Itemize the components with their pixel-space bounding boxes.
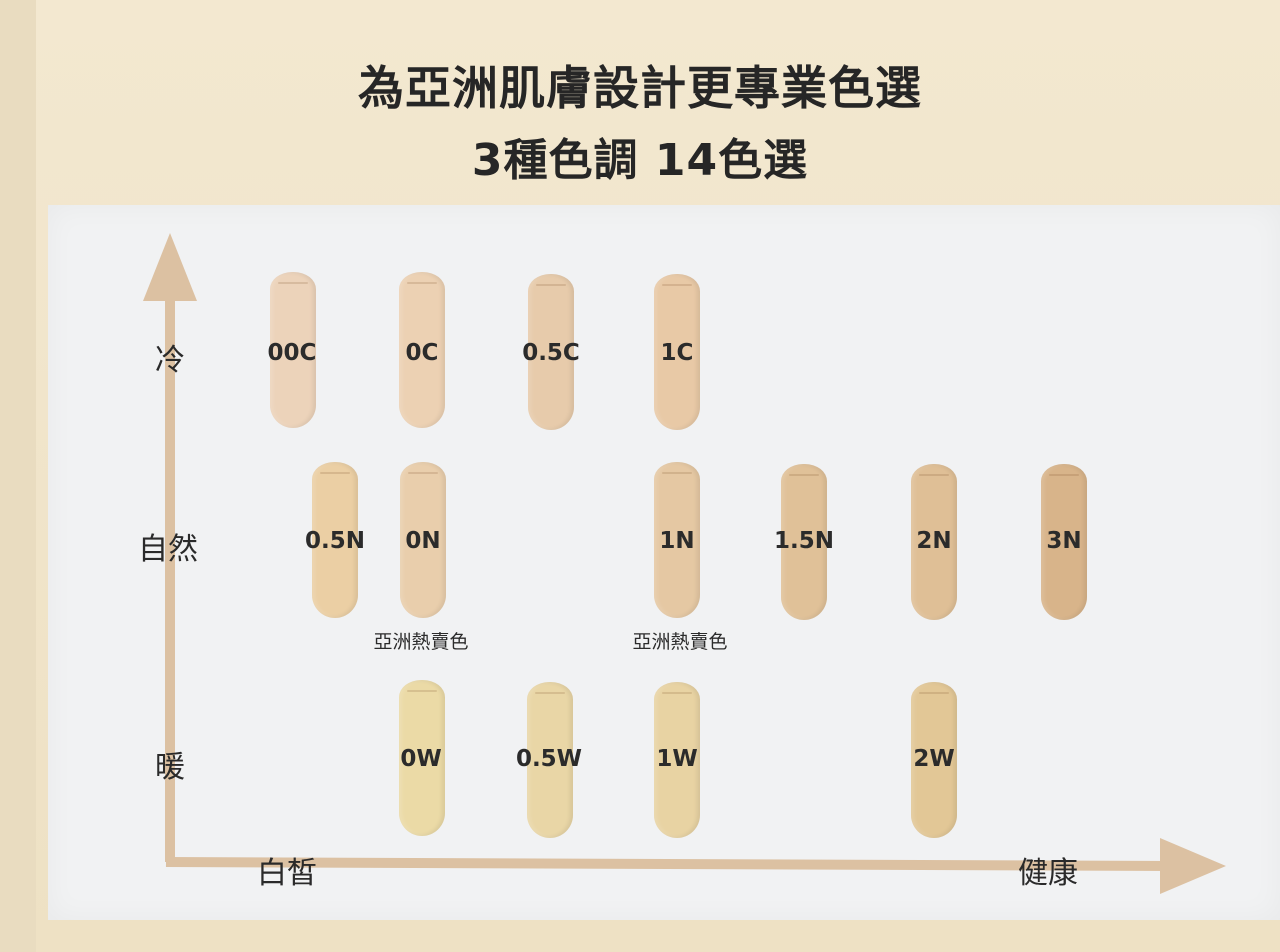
shade-swatch-00c — [270, 272, 316, 428]
shade-code-2n: 2N — [916, 528, 952, 554]
x-axis-start-label: 白皙 — [257, 856, 317, 891]
shade-swatch-3n — [1041, 464, 1087, 620]
page-subtitle: 3種色調 14色選 — [471, 135, 809, 186]
shade-swatch-0.5w — [527, 682, 573, 838]
outer-left-strip — [0, 0, 36, 952]
shade-code-0.5w: 0.5W — [515, 746, 583, 772]
shade-swatch-0n — [400, 462, 446, 618]
shade-code-0c: 0C — [405, 340, 439, 366]
shade-swatch-1n — [654, 462, 700, 618]
shade-swatch-0w — [399, 680, 445, 836]
shade-swatch-0c — [399, 272, 445, 428]
shade-swatch-0.5n — [312, 462, 358, 618]
shade-code-1.5n: 1.5N — [774, 528, 834, 554]
shade-swatch-1w — [654, 682, 700, 838]
shade-code-0.5c: 0.5C — [522, 340, 580, 366]
shade-code-0w: 0W — [400, 746, 442, 772]
shade-swatch-1.5n — [781, 464, 827, 620]
shade-code-3n: 3N — [1046, 528, 1082, 554]
shade-swatch-2w — [911, 682, 957, 838]
x-axis-arrowhead-icon — [1160, 838, 1226, 894]
shade-swatch-2n — [911, 464, 957, 620]
shade-code-1w: 1W — [656, 746, 698, 772]
x-axis-line — [165, 857, 1171, 871]
best-seller-note-0n: 亞洲熱賣色 — [373, 631, 469, 653]
y-axis-arrowhead-icon — [143, 233, 197, 301]
row-label-warm: 暖 — [155, 750, 185, 785]
shade-code-1c: 1C — [660, 340, 694, 366]
page-title: 為亞洲肌膚設計更專業色選 — [358, 61, 922, 115]
shade-code-00c: 00C — [267, 340, 317, 366]
best-seller-note-1n: 亞洲熱賣色 — [632, 631, 728, 653]
shade-code-2w: 2W — [913, 746, 955, 772]
shade-code-1n: 1N — [659, 528, 695, 554]
shade-swatch-0.5c — [528, 274, 574, 430]
shade-code-0.5n: 0.5N — [305, 528, 365, 554]
row-label-cool: 冷 — [155, 343, 185, 378]
shade-swatch-1c — [654, 274, 700, 430]
shade-code-0n: 0N — [405, 528, 441, 554]
row-label-natural: 自然 — [138, 532, 198, 567]
x-axis-end-label: 健康 — [1018, 856, 1078, 891]
